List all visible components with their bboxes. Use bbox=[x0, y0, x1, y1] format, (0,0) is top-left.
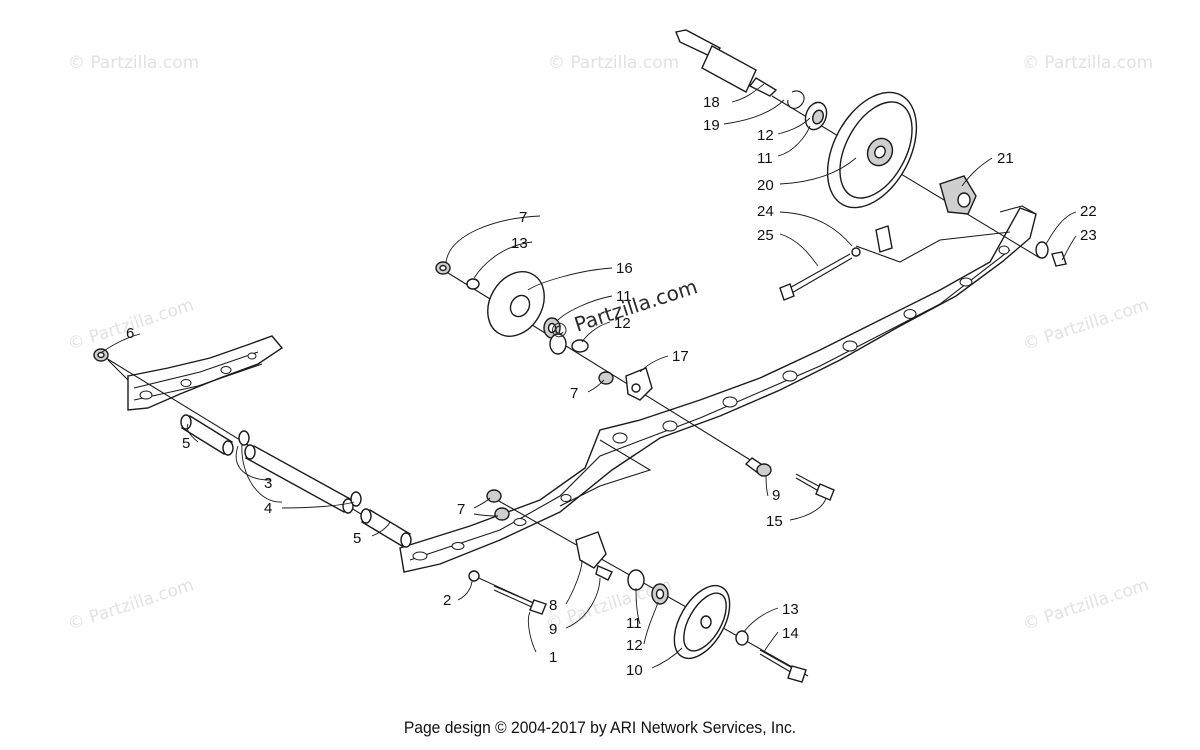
callout-8: 8 bbox=[549, 597, 557, 614]
callout-3: 3 bbox=[264, 475, 272, 492]
callout-9: 9 bbox=[772, 487, 780, 504]
callout-11: 11 bbox=[616, 288, 632, 305]
watermark: © Partzilla.com bbox=[1020, 295, 1151, 355]
callout-7: 7 bbox=[519, 209, 527, 226]
callout-4: 4 bbox=[264, 500, 272, 517]
watermark-layer: © Partzilla.com © Partzilla.com © Partzi… bbox=[65, 53, 1153, 635]
callout-5: 5 bbox=[353, 530, 361, 547]
lower-wheel-assembly bbox=[468, 489, 807, 683]
watermark: © Partzilla.com bbox=[543, 575, 674, 635]
middle-bolts bbox=[744, 457, 835, 501]
watermark: © Partzilla.com bbox=[548, 53, 679, 73]
axle-bracket-17 bbox=[598, 367, 653, 401]
watermark: © Partzilla.com bbox=[68, 53, 199, 73]
callout-13: 13 bbox=[511, 235, 528, 252]
washer-22-bolt-23 bbox=[1035, 241, 1067, 267]
callout-10: 10 bbox=[626, 662, 643, 679]
callout-17: 17 bbox=[672, 348, 689, 365]
callout-1: 1 bbox=[549, 649, 557, 666]
callout-14: 14 bbox=[782, 625, 799, 642]
callout-23: 23 bbox=[1080, 227, 1097, 244]
watermark: © Partzilla.com bbox=[65, 575, 196, 635]
callout-22: 22 bbox=[1080, 203, 1097, 220]
callout-11: 11 bbox=[757, 150, 773, 167]
nut-6 bbox=[93, 348, 109, 362]
callout-7: 7 bbox=[570, 385, 578, 402]
watermark: © Partzilla.com bbox=[1022, 53, 1153, 73]
callout-25: 25 bbox=[757, 227, 774, 244]
callout-24: 24 bbox=[757, 203, 774, 220]
callout-15: 15 bbox=[766, 513, 783, 530]
callout-18: 18 bbox=[703, 94, 720, 111]
right-slide-rail bbox=[399, 205, 1037, 573]
callout-16: 16 bbox=[616, 260, 633, 277]
callout-9: 9 bbox=[549, 621, 557, 638]
callout-19: 19 bbox=[703, 117, 720, 134]
callout-21: 21 bbox=[997, 150, 1014, 167]
callout-labels: 18 19 12 11 20 21 24 25 22 23 7 13 16 11… bbox=[126, 94, 1097, 679]
watermark: © Partzilla.com bbox=[1020, 575, 1151, 635]
callout-12: 12 bbox=[614, 315, 631, 332]
callout-5: 5 bbox=[182, 435, 190, 452]
callout-13: 13 bbox=[782, 601, 799, 618]
callout-6: 6 bbox=[126, 325, 134, 342]
top-idler-assembly bbox=[675, 29, 977, 215]
callout-12: 12 bbox=[757, 127, 774, 144]
page-footer: Page design © 2004-2017 by ARI Network S… bbox=[403, 718, 797, 737]
leader-lines bbox=[101, 83, 1077, 669]
callout-12: 12 bbox=[626, 637, 643, 654]
callout-7: 7 bbox=[457, 501, 465, 518]
rear-spacer-assembly bbox=[180, 414, 412, 548]
bracket-24-25 bbox=[779, 225, 893, 301]
callout-11: 11 bbox=[626, 615, 642, 632]
callout-20: 20 bbox=[757, 177, 774, 194]
upper-idler-assembly bbox=[435, 261, 589, 355]
callout-2: 2 bbox=[443, 592, 451, 609]
left-slide-rail bbox=[107, 335, 284, 411]
center-watermark: © Partzilla.com bbox=[546, 274, 700, 345]
